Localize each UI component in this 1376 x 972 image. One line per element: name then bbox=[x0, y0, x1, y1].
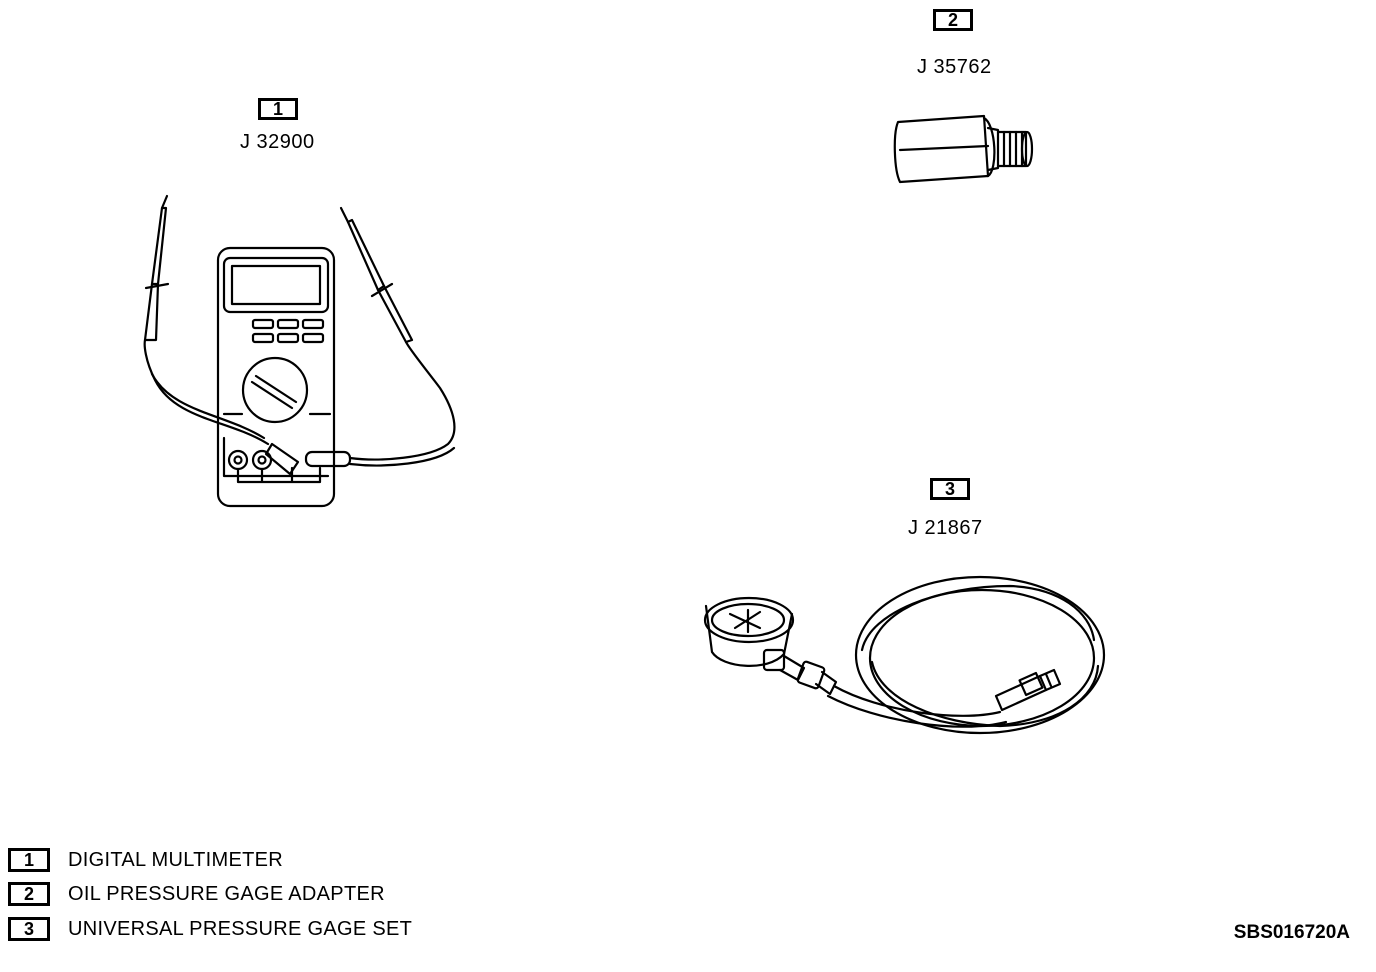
tool-3-part-number: J 21867 bbox=[908, 517, 983, 539]
legend-text: OIL PRESSURE GAGE ADAPTER bbox=[68, 882, 385, 905]
legend-number-box: 3 bbox=[8, 917, 50, 941]
universal-pressure-gage-set-illustration bbox=[703, 575, 1106, 735]
figure-id: SBS016720A bbox=[1233, 922, 1350, 943]
tool-1-part-number: J 32900 bbox=[240, 131, 315, 153]
tool-3-number-box: 3 bbox=[930, 478, 970, 500]
oil-pressure-gage-adapter-illustration bbox=[893, 114, 1034, 184]
legend-text: UNIVERSAL PRESSURE GAGE SET bbox=[68, 917, 413, 940]
legend-number-box: 1 bbox=[8, 848, 50, 872]
tool-2-number-box: 2 bbox=[933, 9, 973, 31]
legend-item-2: 2 OIL PRESSURE GAGE ADAPTER bbox=[8, 880, 385, 908]
tool-1-number-box: 1 bbox=[258, 98, 298, 120]
legend-number-box: 2 bbox=[8, 882, 50, 906]
tool-2-part-number: J 35762 bbox=[917, 56, 992, 78]
legend-item-1: 1 DIGITAL MULTIMETER bbox=[8, 846, 283, 874]
legend-text: DIGITAL MULTIMETER bbox=[68, 848, 284, 871]
digital-multimeter-illustration bbox=[143, 194, 456, 508]
legend-item-3: 3 UNIVERSAL PRESSURE GAGE SET bbox=[8, 915, 412, 943]
